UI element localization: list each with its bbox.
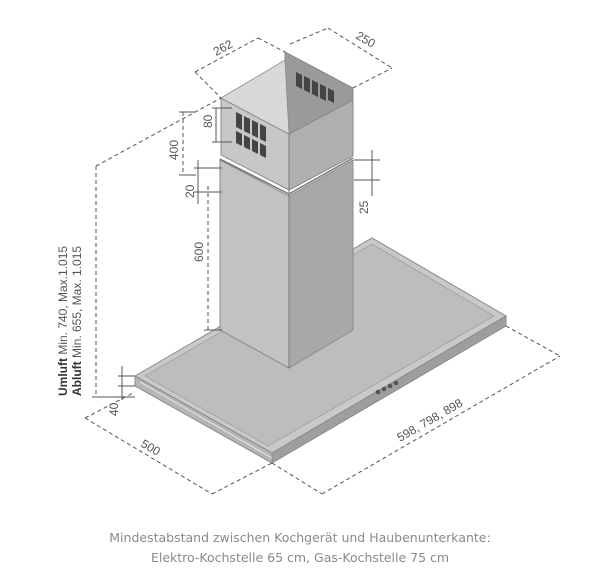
label-hood-thickness: 40 [107,402,121,416]
label-upper-range: 400 [167,140,181,160]
caption-line-2: Elektro-Kochstelle 65 cm, Gas-Kochstelle… [150,550,450,565]
label-height-umluft: Umluft Min. 740, Max.1.015 [56,246,70,396]
label-abluft-bold: Abluft [70,361,84,396]
vent-slots-front [236,112,266,158]
label-chimney-width: 250 [354,28,379,50]
label-umluft-bold: Umluft [56,358,70,396]
label-abluft-range: Min. 655, Max. 1.015 [70,246,84,362]
label-vent-height: 80 [201,114,215,128]
dimension-lines [84,27,561,495]
vent-slots-back [296,72,334,103]
chimney-joint-line-side [288,157,354,195]
label-hood-depth: 500 [139,436,164,458]
label-chimney-depth: 262 [211,37,236,59]
label-height-abluft: Abluft Min. 655, Max. 1.015 [70,246,84,396]
label-gap: 20 [183,184,197,198]
caption-line-1: Mindestabstand zwischen Kochgerät und Ha… [109,530,491,545]
upper-chimney-top-open [220,59,290,135]
label-umluft-range: Min. 740, Max.1.015 [56,246,70,358]
chimney-joint-line [219,158,290,195]
caption: Mindestabstand zwischen Kochgerät und Ha… [0,528,600,568]
label-hood-widths: 598, 798, 898 [395,396,466,445]
control-buttons [375,380,399,395]
label-lower-chimney: 600 [192,242,206,262]
label-offset: 25 [357,200,371,214]
hood-rim-line [139,381,273,459]
